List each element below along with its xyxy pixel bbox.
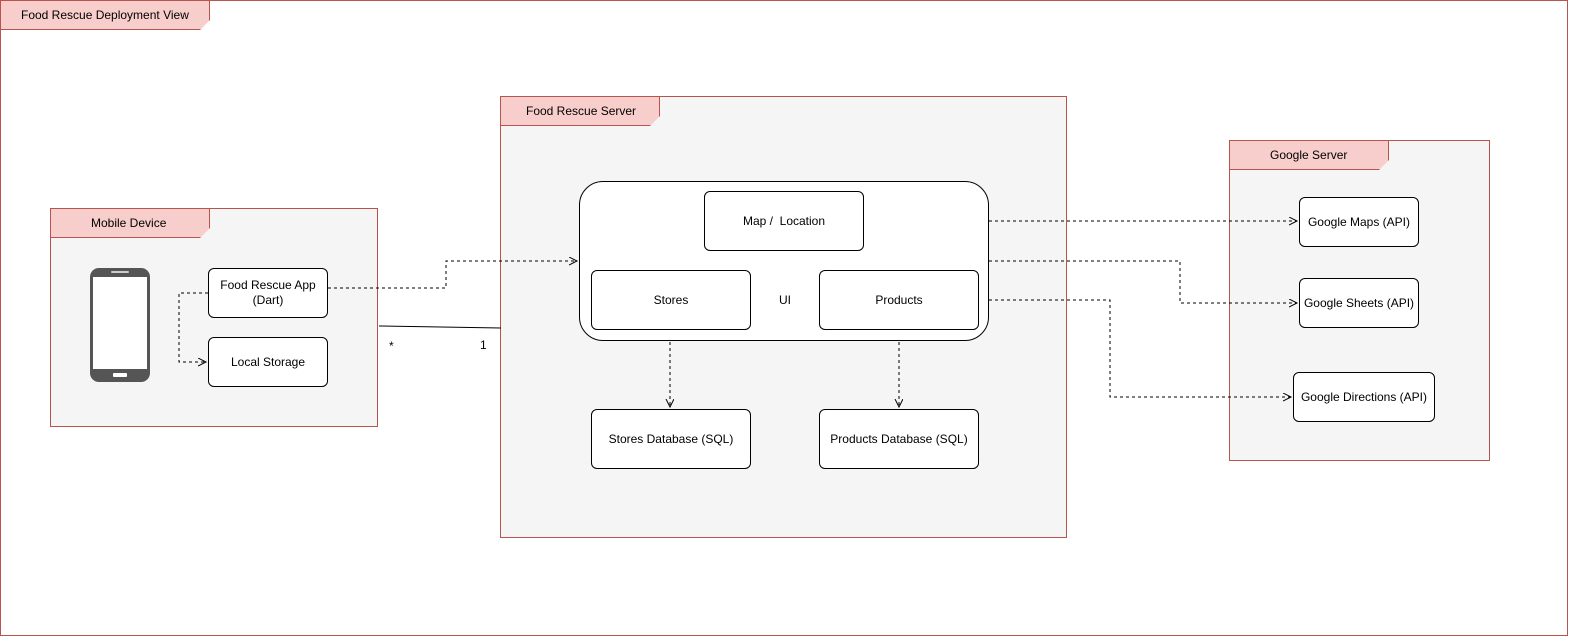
stores-node[interactable]: Stores	[591, 270, 751, 330]
mobile-device-title: Mobile Device	[91, 216, 167, 230]
diagram-title: Food Rescue Deployment View	[21, 8, 189, 22]
google-maps-node[interactable]: Google Maps (API)	[1299, 197, 1419, 247]
google-server-title: Google Server	[1270, 148, 1348, 162]
smartphone-icon	[90, 268, 150, 382]
mobile-device-tab: Mobile Device	[50, 208, 210, 238]
products-label: Products	[875, 292, 923, 307]
google-directions-label: Google Directions (API)	[1300, 389, 1428, 404]
food-rescue-app-node[interactable]: Food Rescue App (Dart)	[208, 268, 328, 318]
multiplicity-source: *	[389, 339, 394, 353]
stores-label: Stores	[653, 292, 689, 307]
google-sheets-node[interactable]: Google Sheets (API)	[1299, 278, 1419, 328]
products-database-label: Products Database (SQL)	[830, 431, 968, 446]
products-database-node[interactable]: Products Database (SQL)	[819, 409, 979, 469]
stores-database-label: Stores Database (SQL)	[608, 431, 734, 446]
google-directions-node[interactable]: Google Directions (API)	[1293, 372, 1435, 422]
map-location-node[interactable]: Map / Location	[704, 191, 864, 251]
local-storage-node[interactable]: Local Storage	[208, 337, 328, 387]
google-maps-label: Google Maps (API)	[1307, 214, 1411, 229]
local-storage-label: Local Storage	[230, 354, 306, 369]
food-rescue-app-label: Food Rescue App (Dart)	[220, 278, 316, 307]
google-sheets-label: Google Sheets (API)	[1303, 295, 1415, 310]
food-rescue-server-title: Food Rescue Server	[526, 104, 637, 118]
food-rescue-server-tab: Food Rescue Server	[500, 96, 660, 126]
google-server-tab: Google Server	[1229, 140, 1389, 170]
products-node[interactable]: Products	[819, 270, 979, 330]
ui-label: UI	[779, 293, 791, 307]
diagram-title-tab: Food Rescue Deployment View	[0, 0, 210, 30]
map-location-label: Map / Location	[742, 213, 826, 228]
stores-database-node[interactable]: Stores Database (SQL)	[591, 409, 751, 469]
multiplicity-target: 1	[480, 338, 487, 352]
